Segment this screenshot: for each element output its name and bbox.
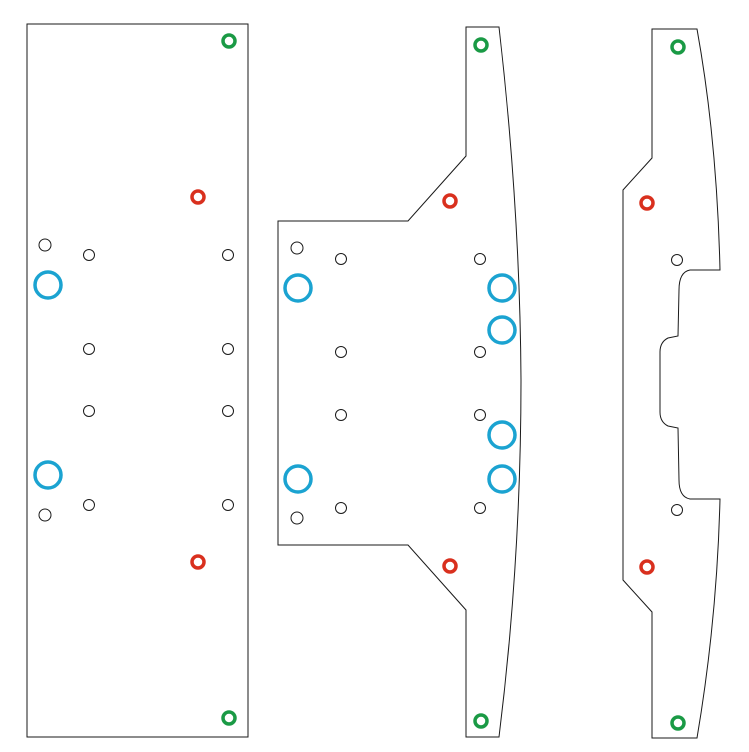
small-hole (335, 502, 347, 514)
small-hole (83, 343, 95, 355)
green-marker-hole (221, 710, 237, 726)
red-marker-hole (190, 189, 206, 205)
green-marker-hole (221, 33, 237, 49)
green-marker-hole (670, 715, 686, 731)
small-hole (83, 249, 95, 261)
plate-right (622, 28, 721, 739)
plate-left (26, 23, 249, 738)
red-marker-hole (442, 558, 458, 574)
small-hole (671, 254, 683, 266)
small-hole (38, 508, 52, 522)
green-marker-hole (473, 37, 489, 53)
large-blue-hole (487, 464, 517, 494)
red-marker-hole (442, 193, 458, 209)
green-marker-hole (473, 713, 489, 729)
red-marker-hole (639, 559, 655, 575)
small-hole (474, 502, 486, 514)
plate-right-outline (622, 28, 721, 739)
small-hole (474, 253, 486, 265)
large-blue-hole (283, 464, 313, 494)
plate-middle-outline (277, 26, 522, 738)
small-hole (335, 253, 347, 265)
red-marker-hole (190, 554, 206, 570)
small-hole (335, 409, 347, 421)
small-hole (83, 405, 95, 417)
red-marker-hole (639, 195, 655, 211)
green-marker-hole (670, 39, 686, 55)
large-blue-hole (487, 420, 517, 450)
small-hole (290, 511, 304, 525)
small-hole (38, 238, 52, 252)
plate-middle (277, 26, 522, 738)
large-blue-hole (487, 273, 517, 303)
plate-left-outline (26, 23, 249, 738)
small-hole (335, 346, 347, 358)
small-hole (671, 504, 683, 516)
small-hole (474, 346, 486, 358)
small-hole (83, 499, 95, 511)
small-hole (474, 409, 486, 421)
large-blue-hole (33, 460, 63, 490)
small-hole (222, 405, 234, 417)
small-hole (222, 499, 234, 511)
small-hole (222, 343, 234, 355)
large-blue-hole (283, 273, 313, 303)
large-blue-hole (487, 315, 517, 345)
small-hole (290, 241, 304, 255)
small-hole (222, 249, 234, 261)
large-blue-hole (33, 270, 63, 300)
